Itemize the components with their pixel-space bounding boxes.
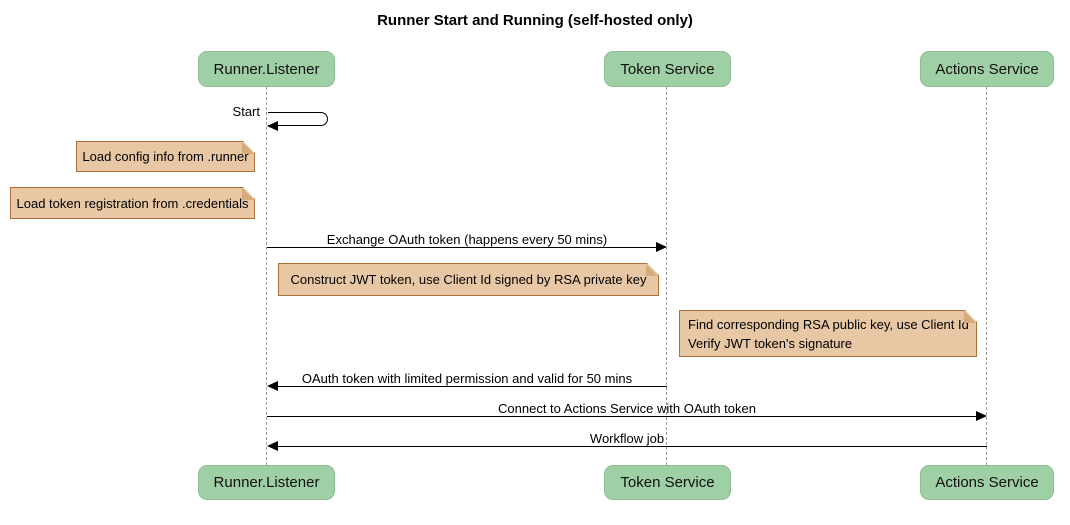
- message-workflow-label: Workflow job: [589, 431, 665, 446]
- lifeline-runner-listener: [266, 87, 267, 465]
- arrow-head-right-icon: [976, 411, 987, 421]
- lifeline-token-service: [666, 87, 667, 465]
- diagram-title: Runner Start and Running (self-hosted on…: [377, 12, 693, 29]
- message-start-label: Start: [232, 104, 260, 119]
- participant-bottom-actions-service: Actions Service: [920, 465, 1054, 500]
- message-exchange-label: Exchange OAuth token (happens every 50 m…: [326, 232, 608, 247]
- participant-top-actions-service: Actions Service: [920, 51, 1054, 87]
- participant-label: Runner.Listener: [213, 60, 320, 78]
- lifeline-actions-service: [986, 87, 987, 465]
- note-construct-jwt: Construct JWT token, use Client Id signe…: [278, 263, 659, 296]
- note-verify-jwt: Find corresponding RSA public key, use C…: [679, 310, 977, 357]
- arrow-head-left-icon: [267, 441, 278, 451]
- participant-top-token-service: Token Service: [604, 51, 731, 87]
- participant-label: Token Service: [620, 474, 715, 491]
- message-connect-label: Connect to Actions Service with OAuth to…: [498, 401, 756, 416]
- participant-label: Runner.Listener: [213, 474, 320, 491]
- message-oauth-return-label: OAuth token with limited permission and …: [301, 371, 633, 386]
- arrow-head-right-icon: [656, 242, 667, 252]
- message-connect-line: [267, 416, 983, 417]
- participant-top-runner-listener: Runner.Listener: [198, 51, 335, 87]
- arrow-head-left-icon: [267, 121, 278, 131]
- arrow-head-left-icon: [267, 381, 278, 391]
- participant-bottom-token-service: Token Service: [604, 465, 731, 500]
- note-load-token: Load token registration from .credential…: [10, 187, 255, 219]
- note-text-line1: Find corresponding RSA public key, use C…: [688, 316, 969, 332]
- note-text-line2: Verify JWT token's signature: [688, 335, 853, 351]
- self-message-start-loop: [268, 112, 328, 126]
- message-workflow-line: [271, 446, 987, 447]
- participant-bottom-runner-listener: Runner.Listener: [198, 465, 335, 500]
- participant-label: Actions Service: [935, 474, 1039, 491]
- note-load-config: Load config info from .runner: [76, 141, 255, 172]
- participant-label: Token Service: [620, 60, 715, 78]
- note-text: Load config info from .runner: [82, 149, 249, 164]
- note-text: Load token registration from .credential…: [16, 195, 249, 211]
- note-text: Construct JWT token, use Client Id signe…: [290, 272, 647, 287]
- message-oauth-return-line: [271, 386, 667, 387]
- message-exchange-line: [267, 247, 663, 248]
- participant-label: Actions Service: [935, 60, 1039, 78]
